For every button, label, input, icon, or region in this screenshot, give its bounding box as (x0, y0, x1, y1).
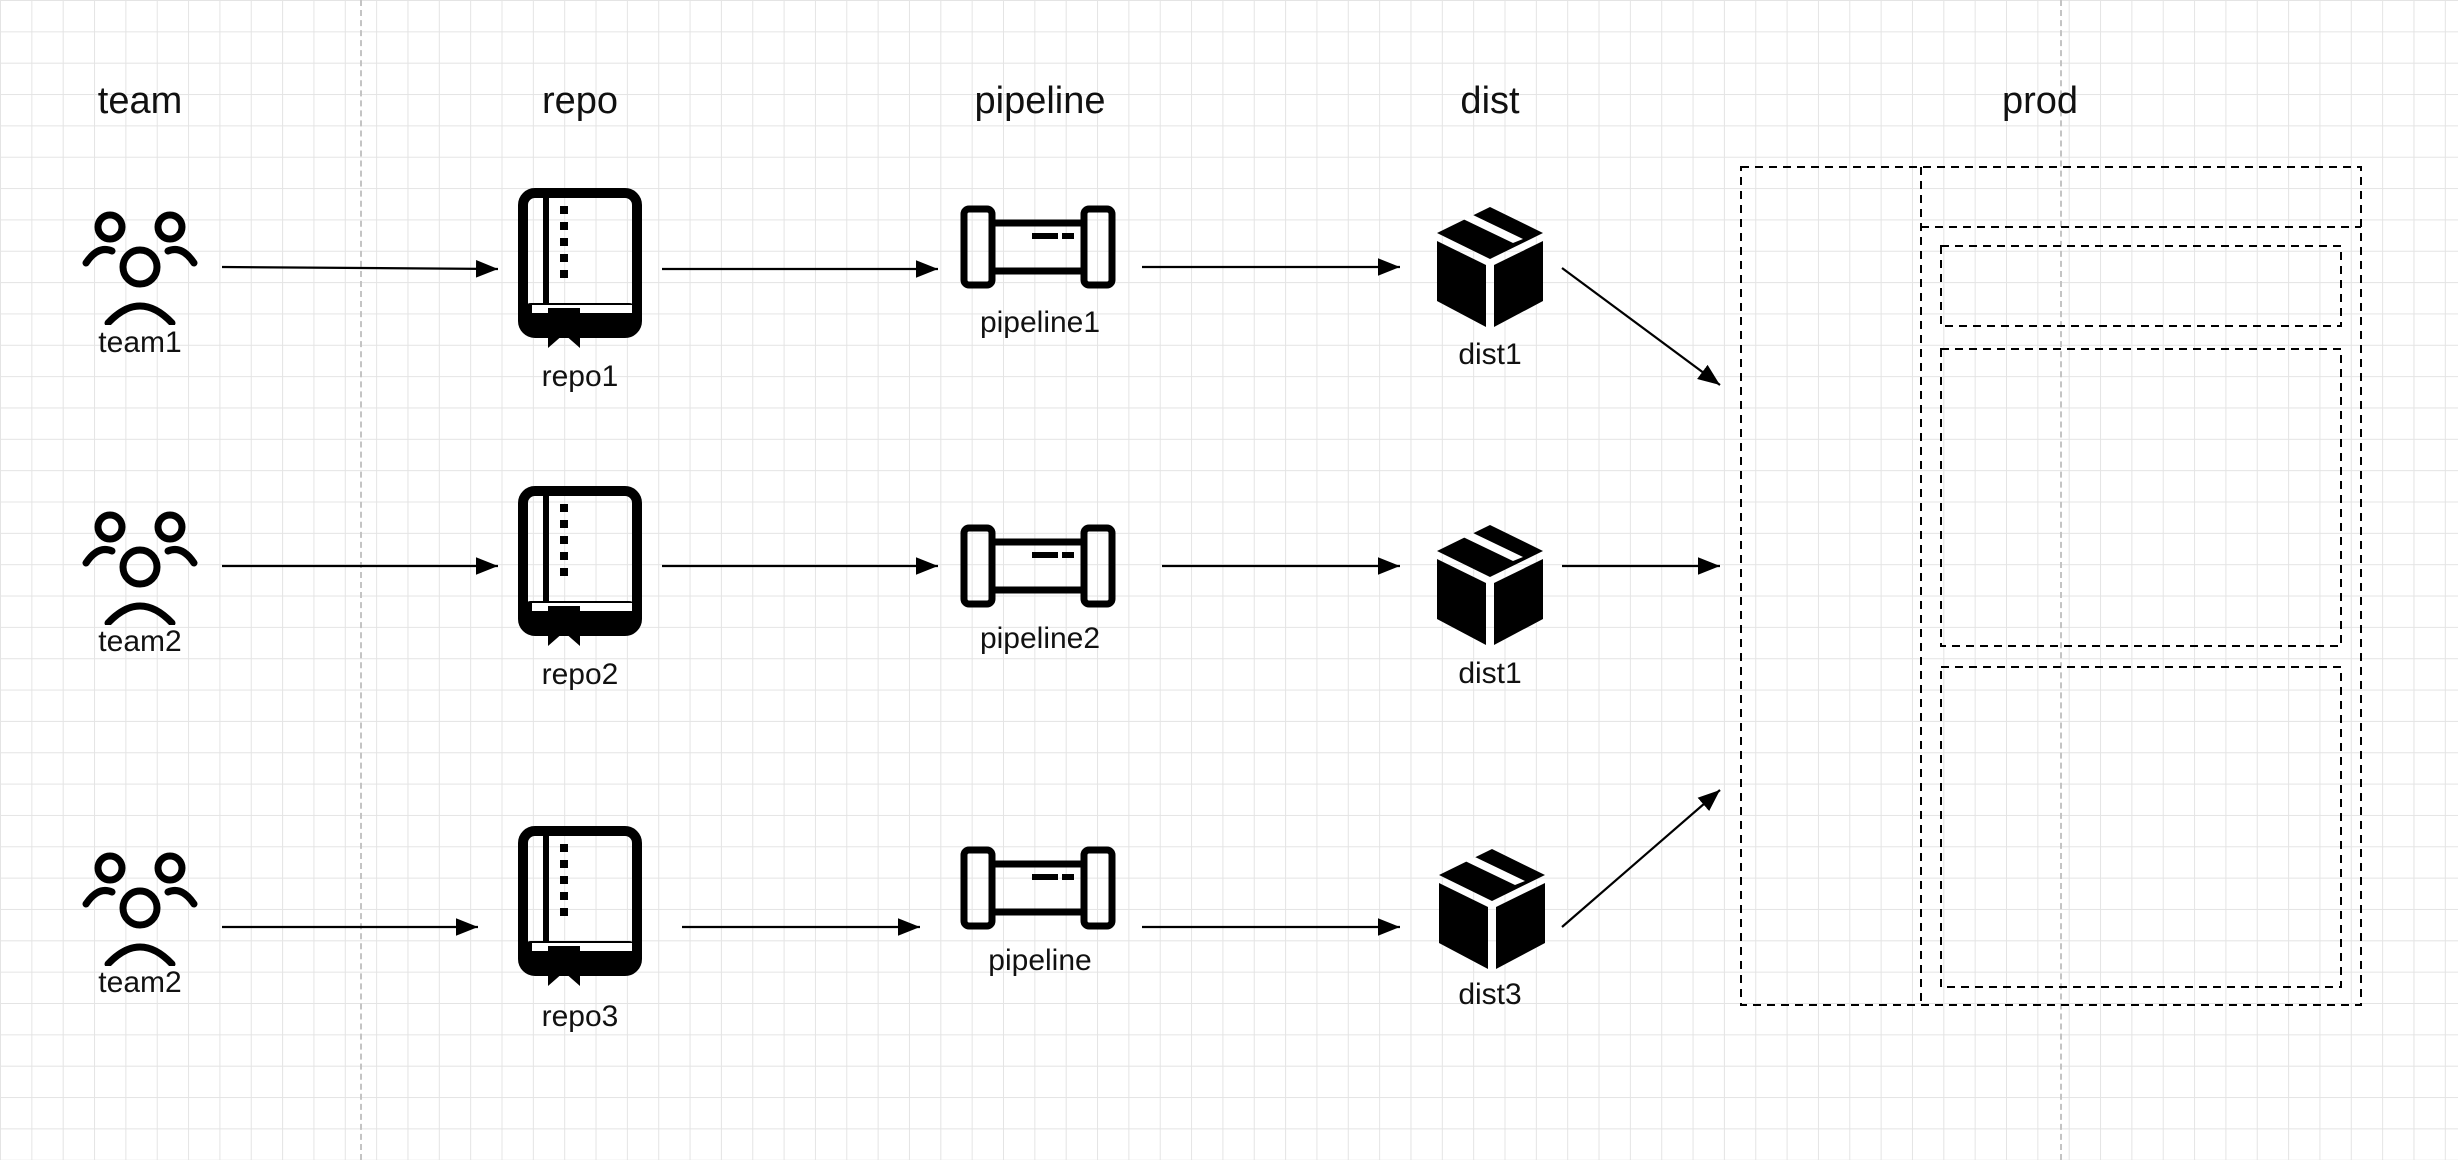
package-box-icon (1439, 849, 1545, 969)
package-box-icon (1437, 525, 1543, 645)
prod-slot-2 (1940, 348, 2342, 647)
prod-outer-box (1740, 166, 2362, 1006)
prod-slot-1 (1940, 245, 2342, 327)
dist-label: dist3 (1458, 978, 1522, 1011)
column-header-team: team (97, 80, 183, 122)
book-repository-icon (518, 826, 642, 986)
dist-node-2[interactable] (1435, 523, 1545, 647)
pipeline-node-3[interactable] (960, 846, 1116, 930)
pipe-icon (960, 205, 1116, 289)
column-header-prod: prod (2001, 80, 2079, 122)
guide-line (2060, 0, 2062, 1160)
book-repository-icon (518, 486, 642, 646)
repo-label: repo1 (541, 360, 619, 393)
book-repository-icon (518, 188, 642, 348)
pipe-icon (960, 846, 1116, 930)
package-box-icon (1437, 207, 1543, 327)
dist-node-1[interactable] (1435, 205, 1545, 329)
repo-label: repo2 (541, 658, 619, 691)
column-header-dist: dist (1460, 80, 1520, 122)
team-node-1[interactable] (80, 205, 200, 325)
prod-slot-3 (1940, 666, 2342, 988)
team-label: team2 (98, 966, 182, 999)
users-group-icon (82, 211, 198, 325)
dist-label: dist1 (1458, 657, 1522, 690)
dist-node-3[interactable] (1437, 847, 1547, 971)
team-label: team2 (98, 625, 182, 658)
pipeline-node-2[interactable] (960, 524, 1116, 608)
pipeline-label: pipeline (988, 944, 1092, 977)
guide-line (360, 0, 362, 1160)
team-label: team1 (98, 326, 182, 359)
users-group-icon (82, 511, 198, 625)
column-header-repo: repo (541, 80, 619, 122)
pipeline-node-1[interactable] (960, 205, 1116, 289)
repo-node-1[interactable] (518, 188, 642, 348)
pipeline-label: pipeline2 (979, 622, 1101, 655)
repo-node-2[interactable] (518, 486, 642, 646)
users-group-icon (82, 852, 198, 966)
column-header-pipeline: pipeline (974, 80, 1106, 122)
pipe-icon (960, 524, 1116, 608)
repo-node-3[interactable] (518, 826, 642, 986)
repo-label: repo3 (541, 1000, 619, 1033)
team-node-3[interactable] (80, 846, 200, 966)
pipeline-label: pipeline1 (979, 306, 1101, 339)
dist-label: dist1 (1458, 338, 1522, 371)
team-node-2[interactable] (80, 505, 200, 625)
